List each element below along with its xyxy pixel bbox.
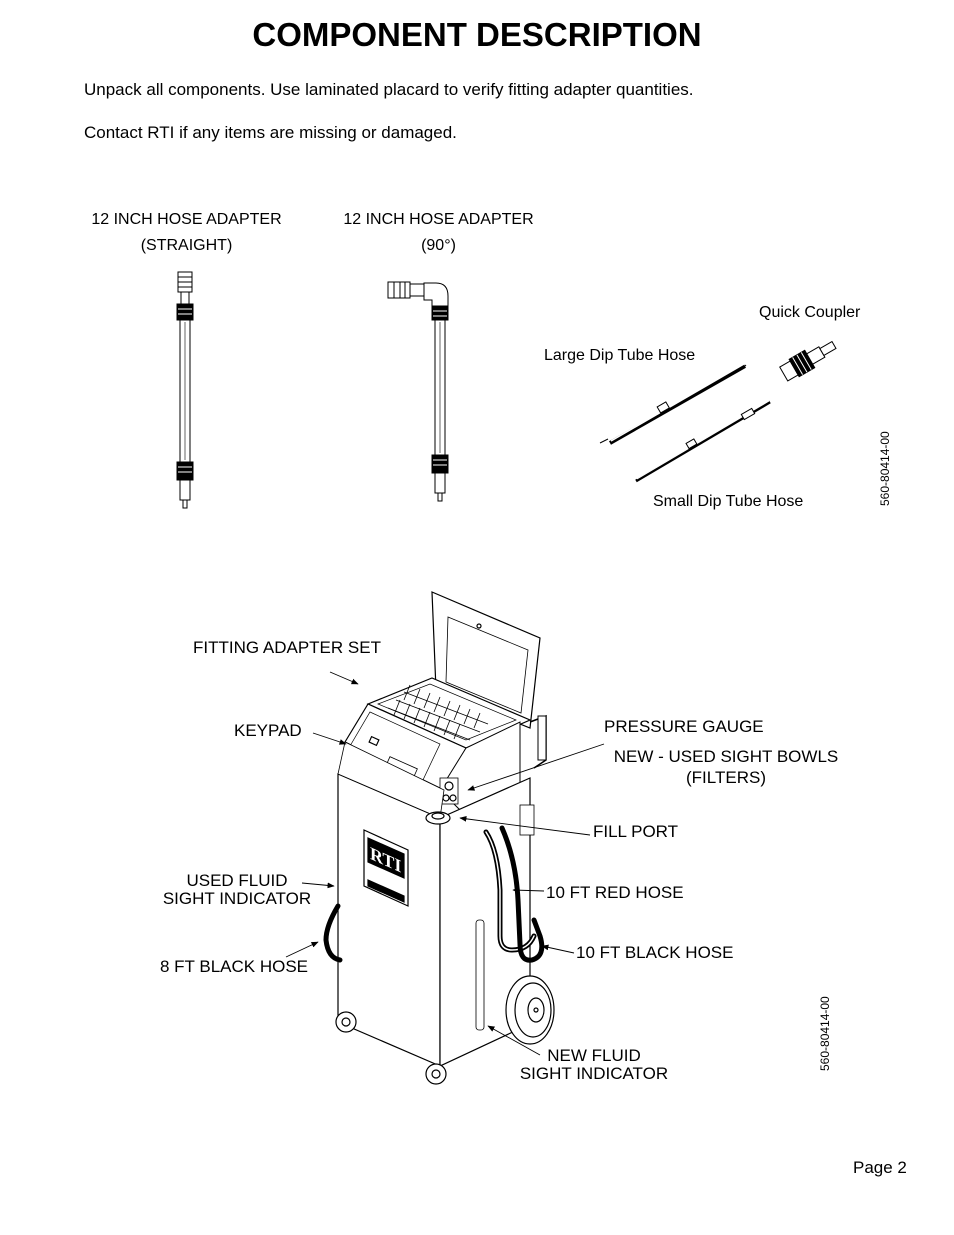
keypad-label: KEYPAD [234,721,302,740]
black-hose-10-label: 10 FT BLACK HOSE [576,943,734,962]
machine-drawing: RTI Technologies [335,591,555,1085]
intro-line-1: Unpack all components. Use laminated pla… [84,80,694,99]
fitting-adapter-set-label: FITTING ADAPTER SET [193,638,381,657]
page-number: Page 2 [853,1158,907,1177]
small-dip-tube-drawing [635,400,771,483]
red-hose-label: 10 FT RED HOSE [546,883,684,902]
angle-adapter-label-line-1: 12 INCH HOSE ADAPTER [343,211,534,228]
angle-adapter-label-line-2: (90°) [421,237,456,254]
hoses-drawing [323,825,545,963]
quick-coupler-drawing [779,340,837,382]
sight-bowls-label-line-2: (FILTERS) [686,768,766,787]
leader-lines [285,671,605,1056]
straight-hose-adapter-drawing [176,271,194,509]
small-dip-tube-label: Small Dip Tube Hose [653,493,804,510]
used-fluid-label-line-1: USED FLUID [186,871,288,890]
used-fluid-label-line-2: SIGHT INDICATOR [162,889,312,908]
intro-line-2: Contact RTI if any items are missing or … [84,123,457,142]
pressure-gauge-label: PRESSURE GAUGE [604,717,764,736]
angle-hose-adapter-drawing [387,281,449,502]
fill-port-label: FILL PORT [593,822,679,841]
sight-bowls-label-line-1: NEW - USED SIGHT BOWLS [613,747,839,766]
straight-adapter-label-line-1: 12 INCH HOSE ADAPTER [91,211,282,228]
page-title: COMPONENT DESCRIPTION [252,16,702,53]
large-dip-tube-label: Large Dip Tube Hose [544,347,696,364]
black-hose-8-label: 8 FT BLACK HOSE [160,957,309,976]
large-dip-tube-drawing [599,363,747,445]
straight-adapter-label-line-2: (STRAIGHT) [140,237,233,254]
new-fluid-label-line-2: SIGHT INDICATOR [519,1064,669,1083]
quick-coupler-label: Quick Coupler [759,304,861,321]
new-fluid-label-line-1: NEW FLUID [547,1046,641,1065]
